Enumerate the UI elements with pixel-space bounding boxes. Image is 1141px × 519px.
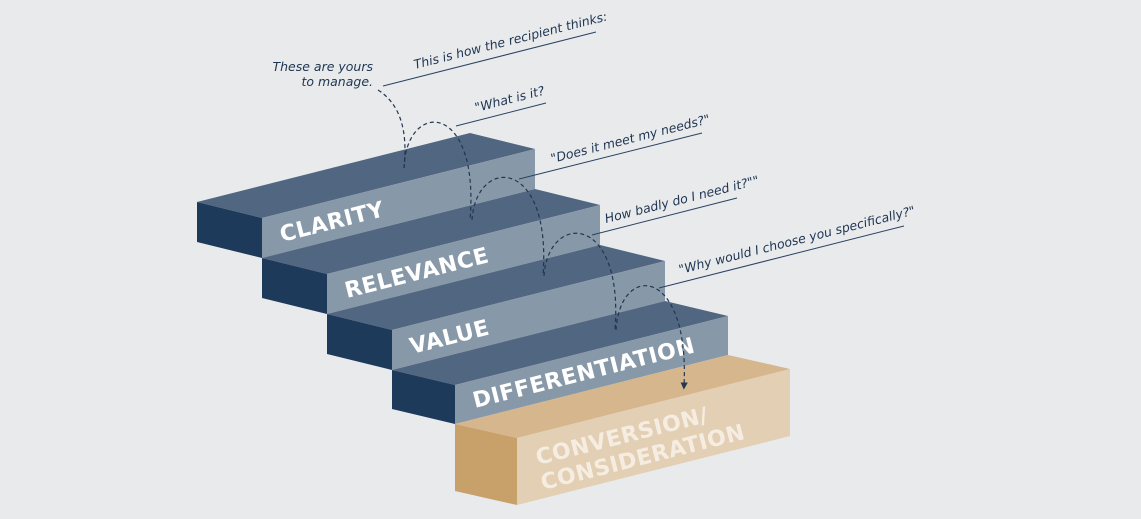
step-clarity-front: [262, 149, 535, 258]
question-what-is-it-text: "What is it?: [473, 83, 546, 115]
manage-note: These are yours to manage.: [272, 59, 373, 89]
manage-note-line2: to manage.: [301, 74, 373, 89]
step-relevance-front: [327, 205, 600, 314]
question-needs: "Does it meet my needs?": [518, 111, 711, 180]
step-differentiation-front: [455, 316, 728, 424]
step-clarity: CLARITY: [197, 133, 535, 258]
step-conversion-side: [455, 424, 517, 505]
question-needs-text: "Does it meet my needs?": [549, 111, 711, 166]
step-clarity-side: [197, 202, 262, 258]
step-relevance-top: [262, 189, 600, 274]
step-conversion-front: [517, 369, 790, 505]
question-how-badly-text: How badly do I need it?"": [603, 172, 760, 225]
arc-manage-to-clarity: [377, 89, 406, 169]
question-what-is-it: "What is it?: [455, 83, 547, 127]
arc-differentiation-to-conversion: [615, 285, 688, 390]
recipient-note-text: This is how the recipient thinks:: [412, 9, 609, 72]
step-relevance-side: [262, 258, 327, 314]
recipient-underline: [382, 31, 597, 87]
arc-clarity-to-relevance: [403, 121, 472, 221]
recipient-note: This is how the recipient thinks:: [382, 9, 609, 87]
step-value-front: [392, 261, 665, 370]
step-value-top: [327, 245, 665, 330]
step-conversion-top: [455, 355, 790, 438]
arc-value-to-differentiation: [543, 232, 617, 331]
step-value-side: [327, 314, 392, 370]
question-how-badly-underline: [591, 197, 738, 236]
step-differentiation-top: [392, 301, 728, 385]
step-value: VALUE: [327, 245, 665, 370]
step-clarity-top: [197, 133, 535, 218]
arc-relevance-to-value: [471, 176, 545, 277]
step-differentiation-side: [392, 370, 455, 424]
manage-note-line1: These are yours: [272, 59, 373, 74]
question-needs-underline: [518, 132, 703, 180]
question-how-badly: How badly do I need it?"": [591, 172, 760, 236]
question-why-you-text: "Why would I choose you specifically?": [677, 203, 917, 277]
question-why-you: "Why would I choose you specifically?": [658, 203, 917, 289]
question-what-is-it-underline: [455, 102, 547, 127]
question-why-you-underline: [658, 225, 905, 289]
step-conversion: CONVERSION/ CONSIDERATION: [455, 355, 790, 505]
